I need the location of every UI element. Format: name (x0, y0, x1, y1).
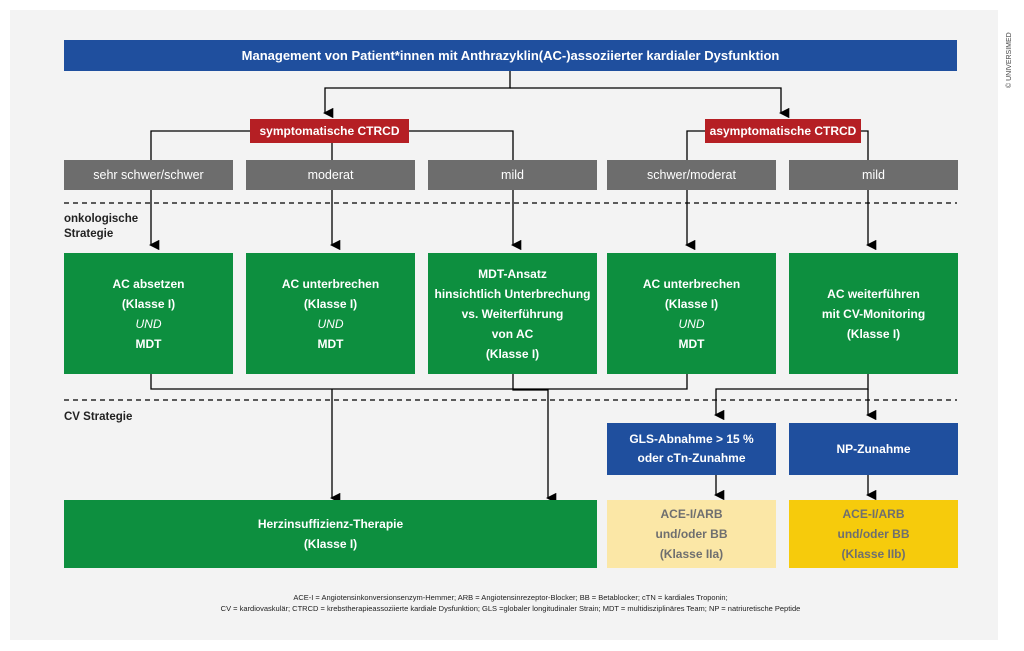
ace-box-text: ACE-I/ARB (842, 507, 905, 521)
ace-box-text: ACE-I/ARB (660, 507, 723, 521)
severity-very-severe: sehr schwer/schwer (64, 160, 233, 190)
onco-box-text: (Klasse I) (846, 326, 901, 341)
onco-box-text: vs. Weiterführung (461, 306, 564, 321)
onco-label-line1: onkologische (64, 213, 139, 225)
hf-box-text: Herzinsuffizienz-Therapie (257, 517, 404, 531)
onco-box-text: AC weiterführen (827, 286, 920, 301)
asymptomatic-ctrcd-badge: asymptomatische CTRCD (705, 119, 861, 143)
gls-box-text: GLS-Abnahme > 15 % (629, 432, 754, 446)
onco-box-stop-ac: AC absetzen (Klasse I) UND MDT (64, 253, 233, 374)
page-title: Management von Patient*innen mit Anthraz… (64, 40, 957, 71)
severity-mild-symptomatic: mild (428, 160, 597, 190)
hf-box-text: (Klasse I) (303, 537, 358, 551)
cv-strategy-label: CV Strategie (64, 411, 133, 423)
np-box-text: NP-Zunahme (836, 441, 911, 456)
onco-box-text: MDT (135, 336, 162, 351)
onco-box-text: AC unterbrechen (642, 276, 741, 291)
ace-arb-class-iia-box: ACE-I/ARB und/oder BB (Klasse IIa) (607, 500, 776, 568)
onco-box-text: UND (135, 316, 162, 331)
gls-box-text: oder cTn-Zunahme (637, 451, 746, 465)
onco-box-text: hinsichtlich Unterbrechung (434, 286, 591, 301)
onco-box-text: (Klasse I) (485, 346, 540, 361)
onco-strategy-label: onkologische Strategie (64, 212, 138, 242)
onco-box-interrupt-ac-asymptomatic: AC unterbrechen (Klasse I) UND MDT (607, 253, 776, 374)
onco-box-continue-ac: AC weiterführen mit CV-Monitoring (Klass… (789, 253, 958, 374)
onco-box-text: AC absetzen (112, 276, 185, 291)
onco-box-mdt-approach: MDT-Ansatz hinsichtlich Unterbrechung vs… (428, 253, 597, 374)
np-increase-box: NP-Zunahme (789, 423, 958, 475)
onco-label-line2: Strategie (64, 228, 114, 240)
ace-box-text: und/oder BB (837, 527, 910, 541)
ace-box-text: (Klasse IIb) (841, 547, 906, 561)
onco-box-text: (Klasse I) (664, 296, 719, 311)
onco-box-text: AC unterbrechen (281, 276, 380, 291)
ace-box-text: und/oder BB (655, 527, 728, 541)
ace-arb-class-iib-box: ACE-I/ARB und/oder BB (Klasse IIb) (789, 500, 958, 568)
onco-box-text: mit CV-Monitoring (821, 306, 926, 321)
footnote-line1: ACE-I = Angiotensinkonversionsenzym-Hemm… (293, 593, 728, 602)
onco-box-text: UND (317, 316, 344, 331)
onco-box-text: MDT (678, 336, 705, 351)
onco-box-text: UND (678, 316, 705, 331)
onco-box-interrupt-ac: AC unterbrechen (Klasse I) UND MDT (246, 253, 415, 374)
severity-severe-moderate: schwer/moderat (607, 160, 776, 190)
ace-box-text: (Klasse IIa) (659, 547, 724, 561)
copyright-notice: © UNIVERSIMED (1006, 32, 1013, 88)
onco-box-text: MDT (317, 336, 344, 351)
severity-mild-asymptomatic: mild (789, 160, 958, 190)
gls-decrease-box: GLS-Abnahme > 15 % oder cTn-Zunahme (607, 423, 776, 475)
symptomatic-ctrcd-badge: symptomatische CTRCD (250, 119, 409, 143)
onco-box-text: MDT-Ansatz (478, 266, 547, 281)
footnote-line2: CV = kardiovaskulär; CTRCD = krebstherap… (220, 604, 801, 613)
onco-box-text: von AC (491, 326, 534, 341)
severity-moderate: moderat (246, 160, 415, 190)
heart-failure-therapy-box: Herzinsuffizienz-Therapie (Klasse I) (64, 500, 597, 568)
onco-box-text: (Klasse I) (303, 296, 358, 311)
onco-box-text: (Klasse I) (121, 296, 176, 311)
